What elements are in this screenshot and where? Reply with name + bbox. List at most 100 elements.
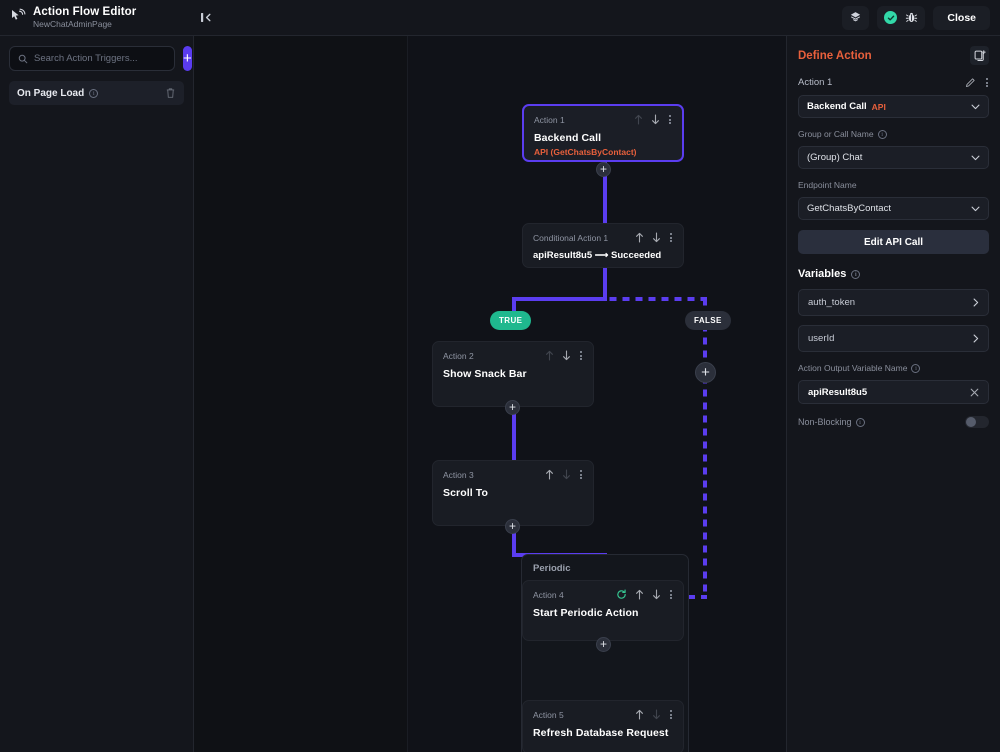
collapse-panel-icon bbox=[199, 11, 212, 24]
chevron-right-icon bbox=[973, 334, 979, 343]
info-icon: i bbox=[911, 363, 921, 373]
node-header: Action 1 bbox=[534, 114, 672, 125]
output-variable-field[interactable]: apiResult8u5 bbox=[798, 380, 989, 404]
kebab-menu-icon[interactable] bbox=[985, 77, 989, 88]
node-id: Action 3 bbox=[443, 469, 474, 480]
trash-icon[interactable] bbox=[165, 87, 176, 99]
branch-chip-false[interactable]: FALSE bbox=[685, 311, 731, 330]
node-id: Action 1 bbox=[534, 114, 565, 125]
collapse-panel-button[interactable] bbox=[194, 7, 216, 29]
node-conditional-action-1[interactable]: Conditional Action 1 apiResult8 bbox=[522, 223, 684, 268]
node-icons bbox=[635, 709, 673, 720]
add-node-after-action-3[interactable]: + bbox=[505, 519, 520, 534]
header-left: Action Flow Editor NewChatAdminPage bbox=[8, 6, 194, 30]
endpoint-field-label-text: Endpoint Name bbox=[798, 180, 857, 190]
pencil-icon[interactable] bbox=[965, 77, 976, 88]
move-up-icon[interactable] bbox=[634, 114, 643, 125]
chevron-right-icon bbox=[973, 298, 979, 307]
move-up-icon[interactable] bbox=[635, 589, 644, 600]
close-button[interactable]: Close bbox=[933, 5, 990, 30]
variables-section-title: Variables i bbox=[798, 268, 989, 280]
output-variable-label-text: Action Output Variable Name bbox=[798, 363, 908, 373]
group-label: Periodic bbox=[533, 563, 571, 574]
node-action-3[interactable]: Action 3 Scroll To bbox=[432, 460, 594, 526]
add-node-after-action-2[interactable]: + bbox=[505, 400, 520, 415]
move-up-icon[interactable] bbox=[635, 232, 644, 243]
search-input[interactable] bbox=[34, 53, 166, 64]
copy-add-icon[interactable] bbox=[970, 46, 989, 65]
bug-icon bbox=[905, 11, 918, 24]
add-node-after-action-1[interactable]: + bbox=[596, 162, 611, 177]
panel-header: Define Action bbox=[798, 46, 989, 65]
node-action-5[interactable]: Action 5 Refresh Database Reque bbox=[522, 700, 684, 752]
node-header: Action 3 bbox=[443, 469, 583, 480]
add-node-false-branch[interactable]: + bbox=[695, 362, 716, 383]
panel-title: Define Action bbox=[798, 49, 872, 62]
variables-title-text: Variables bbox=[798, 268, 847, 280]
edge-branch-horizontal-true bbox=[512, 297, 607, 301]
app-title: Action Flow Editor bbox=[33, 5, 137, 18]
app-body: + On Page Load i bbox=[0, 36, 1000, 752]
non-blocking-toggle[interactable] bbox=[965, 416, 989, 428]
move-down-icon[interactable] bbox=[652, 232, 661, 243]
group-or-call-name-select[interactable]: (Group) Chat bbox=[798, 146, 989, 169]
node-subtitle: API (GetChatsByContact) bbox=[534, 147, 637, 157]
kebab-menu-icon[interactable] bbox=[579, 350, 583, 361]
kebab-menu-icon[interactable] bbox=[579, 469, 583, 480]
edge-action2-to-action3 bbox=[512, 407, 516, 475]
status-and-debug-group[interactable] bbox=[877, 5, 926, 30]
move-up-icon[interactable] bbox=[545, 350, 554, 361]
move-down-icon[interactable] bbox=[652, 709, 661, 720]
move-up-icon[interactable] bbox=[635, 709, 644, 720]
node-action-1[interactable]: Action 1 Backend Call bbox=[522, 104, 684, 162]
move-down-icon[interactable] bbox=[652, 589, 661, 600]
node-id: Action 5 bbox=[533, 709, 564, 720]
node-title: Refresh Database Request bbox=[533, 727, 669, 739]
add-trigger-button[interactable]: + bbox=[183, 46, 192, 71]
variable-row-userid[interactable]: userId bbox=[798, 325, 989, 352]
kebab-menu-icon[interactable] bbox=[669, 232, 673, 243]
node-header: Action 5 bbox=[533, 709, 673, 720]
header-actions: Close bbox=[842, 5, 990, 30]
node-title: Scroll To bbox=[443, 487, 489, 499]
check-circle-icon bbox=[884, 11, 898, 24]
flow-canvas[interactable]: Periodic Action 1 bbox=[194, 36, 786, 752]
move-down-icon[interactable] bbox=[562, 469, 571, 480]
kebab-menu-icon[interactable] bbox=[669, 709, 673, 720]
move-down-icon[interactable] bbox=[651, 114, 660, 125]
node-icons bbox=[616, 589, 673, 600]
action-type-tag: API bbox=[871, 101, 886, 112]
endpoint-field-value: GetChatsByContact bbox=[807, 203, 891, 214]
flutter-widget-icon bbox=[849, 11, 862, 24]
non-blocking-label: Non-Blocking i bbox=[798, 417, 865, 427]
info-icon: i bbox=[877, 129, 887, 139]
edit-api-call-button[interactable]: Edit API Call bbox=[798, 230, 989, 254]
close-x-icon[interactable] bbox=[970, 388, 979, 397]
panel-action-icons bbox=[965, 77, 989, 88]
node-title: Start Periodic Action bbox=[533, 607, 639, 619]
group-field-label-text: Group or Call Name bbox=[798, 129, 874, 139]
node-condition: apiResult8u5 ⟶ Succeeded bbox=[533, 250, 662, 261]
action-type-select[interactable]: Backend Call API bbox=[798, 95, 989, 118]
node-header: Action 4 bbox=[533, 589, 673, 600]
endpoint-name-select[interactable]: GetChatsByContact bbox=[798, 197, 989, 220]
sidebar-item-on-page-load[interactable]: On Page Load i bbox=[9, 81, 184, 105]
node-title: Show Snack Bar bbox=[443, 368, 527, 380]
node-title: Backend Call bbox=[534, 132, 602, 144]
app-header: Action Flow Editor NewChatAdminPage bbox=[0, 0, 1000, 36]
cursor-click-icon bbox=[8, 8, 26, 26]
variable-row-auth-token[interactable]: auth_token bbox=[798, 289, 989, 316]
node-icons bbox=[545, 350, 583, 361]
widget-tree-button[interactable] bbox=[842, 5, 870, 30]
add-node-after-action-4[interactable]: + bbox=[596, 637, 611, 652]
node-action-4[interactable]: Action 4 bbox=[522, 580, 684, 641]
search-box[interactable] bbox=[9, 46, 175, 71]
kebab-menu-icon[interactable] bbox=[669, 589, 673, 600]
move-down-icon[interactable] bbox=[562, 350, 571, 361]
trigger-label: On Page Load bbox=[17, 87, 85, 99]
branch-chip-true[interactable]: TRUE bbox=[490, 311, 532, 330]
move-up-icon[interactable] bbox=[545, 469, 554, 480]
output-variable-value: apiResult8u5 bbox=[808, 386, 868, 398]
node-action-2[interactable]: Action 2 Show Snack Bar bbox=[432, 341, 594, 407]
kebab-menu-icon[interactable] bbox=[668, 114, 672, 125]
